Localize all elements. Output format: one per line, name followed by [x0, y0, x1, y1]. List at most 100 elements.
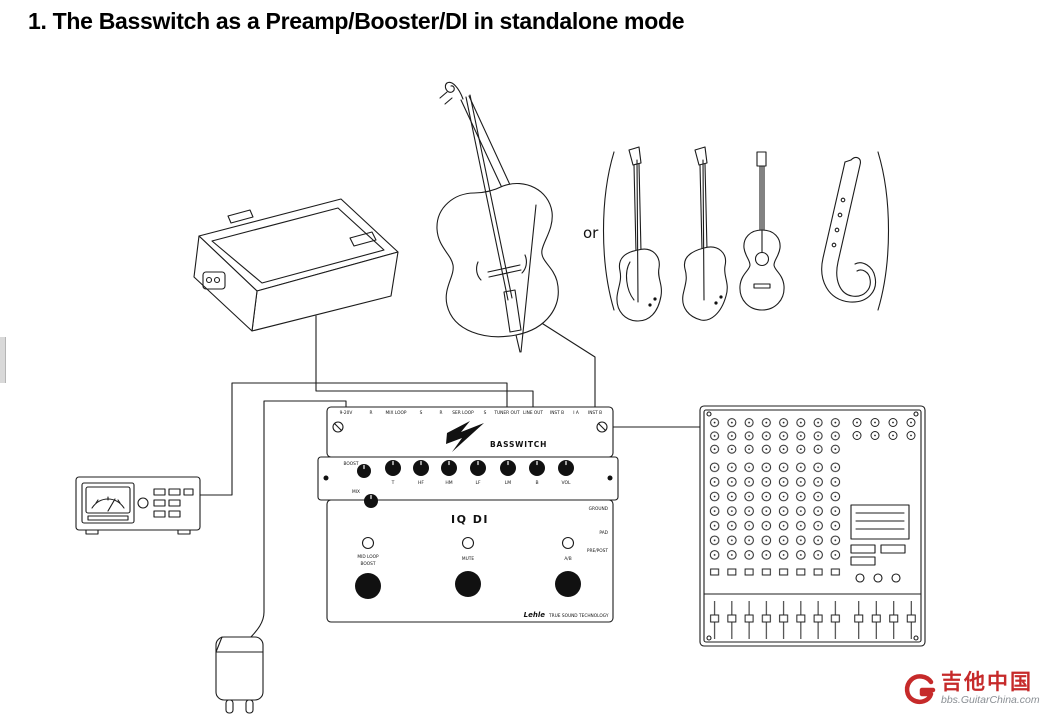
- tuner-button: [168, 488, 181, 496]
- tuner-button: [183, 488, 194, 496]
- bass-fhole: [476, 261, 482, 281]
- guitar-body: [739, 229, 785, 311]
- mute-footswitch: [455, 571, 481, 597]
- pedal-jack-label: LINE OUT: [523, 410, 543, 416]
- bass2-string: [702, 159, 705, 301]
- pedal-knob-panel: [317, 456, 619, 501]
- bass2-knob: [719, 295, 723, 299]
- bass-neck: [468, 95, 512, 188]
- prepost-label: PRE/POST: [587, 548, 608, 554]
- bass2-headstock: [694, 146, 708, 166]
- mixer-channel-faders: [706, 598, 844, 642]
- tuner-vu-tick: [95, 499, 99, 504]
- cables: [199, 315, 701, 641]
- monitor-port-plate: [202, 271, 226, 290]
- pedal-jack-label: TUNER OUT: [493, 410, 520, 416]
- mixer-input-knobs: [706, 416, 844, 456]
- bass1-headstock: [628, 146, 642, 166]
- left-paren: [603, 151, 615, 311]
- tuner-button: [168, 510, 181, 518]
- guitar-headstock: [756, 151, 767, 167]
- tuner-button: [153, 499, 166, 507]
- pedal-jack-label: R: [370, 410, 373, 416]
- pad-label: PAD: [599, 530, 608, 536]
- boost-knob: [357, 464, 371, 478]
- bass1-body: [616, 248, 662, 322]
- electric-bass-precision: [616, 146, 662, 322]
- bass1-neck: [633, 164, 637, 253]
- knob-label: HF: [418, 480, 424, 486]
- bass-peg: [444, 97, 453, 105]
- footswitch-label: MUTE: [462, 556, 474, 562]
- pedal-model: IQ DI: [451, 513, 489, 526]
- tuner-button: [168, 499, 181, 507]
- boost-knob-label: BOOST: [344, 461, 359, 467]
- tuner-button: [153, 510, 166, 518]
- mix-knob: [364, 494, 378, 508]
- knob-label: T: [391, 480, 395, 486]
- bass-neck: [460, 99, 504, 191]
- volume-knob: [558, 460, 574, 476]
- footswitch-label: MID LOOP: [357, 554, 379, 560]
- pedal-jack-label: S: [484, 410, 487, 416]
- hm-knob: [441, 460, 457, 476]
- psu-plug-pin: [245, 699, 254, 714]
- watermark-chinese: 吉他中国: [941, 671, 1033, 694]
- bass-bridge: [488, 269, 522, 278]
- bass-string: [469, 94, 513, 299]
- watermark-text: 吉他中国 bbs.GuitarChina.com: [941, 671, 1040, 707]
- acoustic-guitar: [739, 151, 785, 311]
- sax-tube: [821, 161, 877, 303]
- sax-key: [834, 227, 840, 233]
- pedal-jack-label: INST B: [588, 410, 602, 416]
- bass-bridge: [487, 264, 521, 273]
- lm-knob: [500, 460, 516, 476]
- ab-footswitch: [555, 571, 581, 597]
- bass-endpin: [515, 334, 521, 353]
- psu-fold-line: [215, 636, 223, 653]
- bass1-pickguard: [625, 261, 635, 301]
- tuner-vu-tick: [117, 499, 121, 504]
- led: [461, 536, 475, 550]
- page-title: 1. The Basswitch as a Preamp/Booster/DI …: [28, 8, 685, 34]
- pedal-jack-label: MIX LOOP: [386, 410, 407, 416]
- bass1-knob: [653, 297, 657, 301]
- maker-tagline: TRUE SOUND TECHNOLOGY: [548, 613, 609, 619]
- electric-bass-jazz: [682, 146, 728, 321]
- double-bass: [436, 81, 559, 353]
- bass-knob: [529, 460, 545, 476]
- mixer-master-knob: [855, 573, 865, 583]
- tuner-foot: [85, 529, 99, 535]
- monitor-port-hole: [213, 276, 221, 284]
- sax-key: [840, 197, 846, 203]
- guitarchina-logo-icon: [904, 674, 936, 705]
- watermark-url: bbs.GuitarChina.com: [941, 694, 1040, 707]
- cable-monitor: [315, 315, 534, 408]
- basswitch-pedal: 9-20V R MIX LOOP S R SER LOOP S TUNER OU…: [317, 406, 619, 623]
- cable-power: [247, 400, 347, 641]
- bass2-neck: [704, 163, 708, 251]
- bass-body: [436, 182, 559, 338]
- cable-bass: [539, 321, 596, 408]
- pedal-jack-label: SER LOOP: [452, 410, 474, 416]
- knob-label: B: [535, 480, 538, 486]
- pedal-brand: BASSWITCH: [490, 440, 547, 449]
- pedal-jack-label: I A: [573, 410, 579, 416]
- lf-knob: [470, 460, 486, 476]
- mix-knob-label: MIX: [352, 489, 360, 495]
- saxophone: [821, 156, 877, 303]
- bass2-knob: [714, 301, 718, 305]
- monitor-port-hole: [205, 276, 213, 284]
- power-supply: [215, 636, 264, 714]
- bass-peg: [439, 91, 448, 99]
- ground-label: GROUND: [589, 506, 609, 512]
- tuner-label-strip: [87, 515, 129, 521]
- guitar-bridge: [753, 283, 771, 289]
- knob-label: VOL: [561, 480, 571, 486]
- sax-key: [837, 212, 843, 218]
- led: [561, 536, 575, 550]
- watermark: 吉他中国 bbs.GuitarChina.com: [903, 671, 1053, 707]
- mixer-master-faders: [850, 598, 920, 642]
